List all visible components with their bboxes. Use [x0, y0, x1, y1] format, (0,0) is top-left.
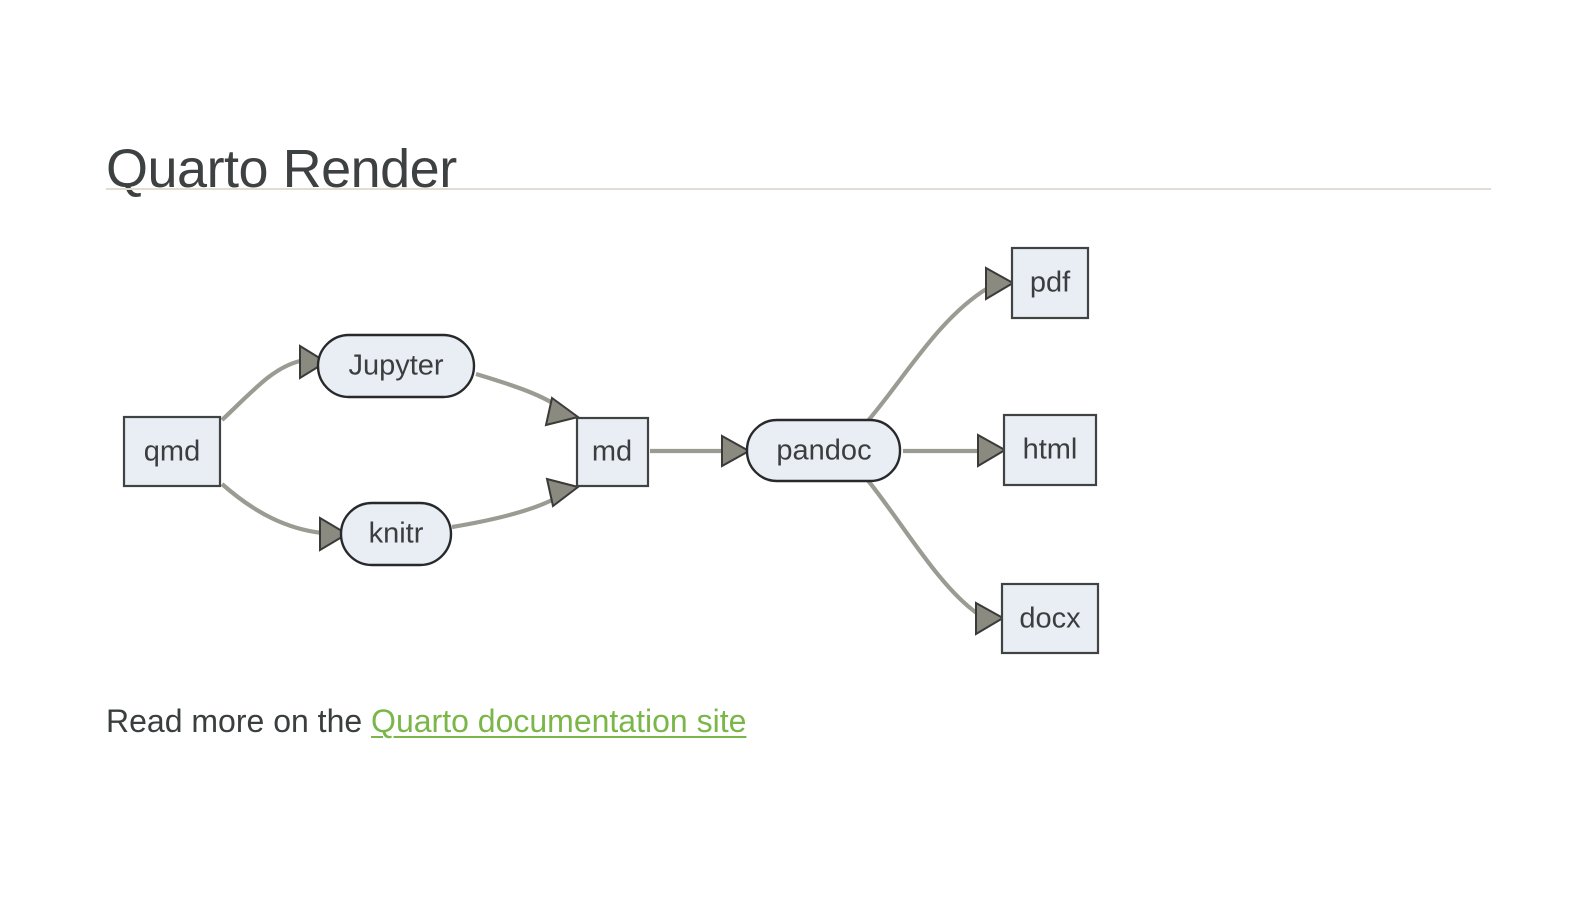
diagram-node-knitr[interactable]: knitr: [339, 501, 453, 567]
diagram-node-jupyter[interactable]: Jupyter: [316, 333, 476, 399]
title-divider: [106, 188, 1491, 190]
diagram-node-label-jupyter: Jupyter: [348, 350, 443, 382]
diagram-node-pandoc[interactable]: pandoc: [745, 418, 902, 483]
diagram-node-label-pandoc: pandoc: [776, 435, 871, 467]
edge-qmd-to-knitr: [220, 482, 349, 552]
diagram-node-label-docx: docx: [1019, 603, 1081, 635]
diagram-node-html[interactable]: html: [1002, 413, 1098, 487]
quarto-documentation-link[interactable]: Quarto documentation site: [371, 703, 747, 739]
diagram-node-label-md: md: [592, 436, 632, 468]
read-more-prefix: Read more on the: [106, 703, 372, 739]
edge-pandoc-to-html: [903, 433, 1008, 468]
diagram-node-label-html: html: [1023, 434, 1078, 466]
diagram-node-qmd[interactable]: qmd: [122, 415, 222, 488]
edge-md-to-pandoc: [650, 434, 752, 468]
edge-knitr-to-md: [451, 477, 581, 530]
edge-pandoc-to-docx: [864, 476, 1006, 636]
edge-qmd-to-jupyter: [220, 344, 328, 422]
diagram-node-docx[interactable]: docx: [1000, 582, 1100, 655]
read-more-text: Read more on the Quarto documentation si…: [106, 700, 746, 743]
diagram-node-label-knitr: knitr: [369, 518, 424, 550]
diagram-node-label-pdf: pdf: [1030, 267, 1071, 299]
edge-jupyter-to-md: [475, 371, 581, 427]
diagram-node-label-qmd: qmd: [144, 436, 200, 468]
edge-pandoc-to-pdf: [864, 266, 1016, 425]
diagram-node-pdf[interactable]: pdf: [1010, 246, 1090, 320]
diagram-node-md[interactable]: md: [575, 416, 650, 488]
